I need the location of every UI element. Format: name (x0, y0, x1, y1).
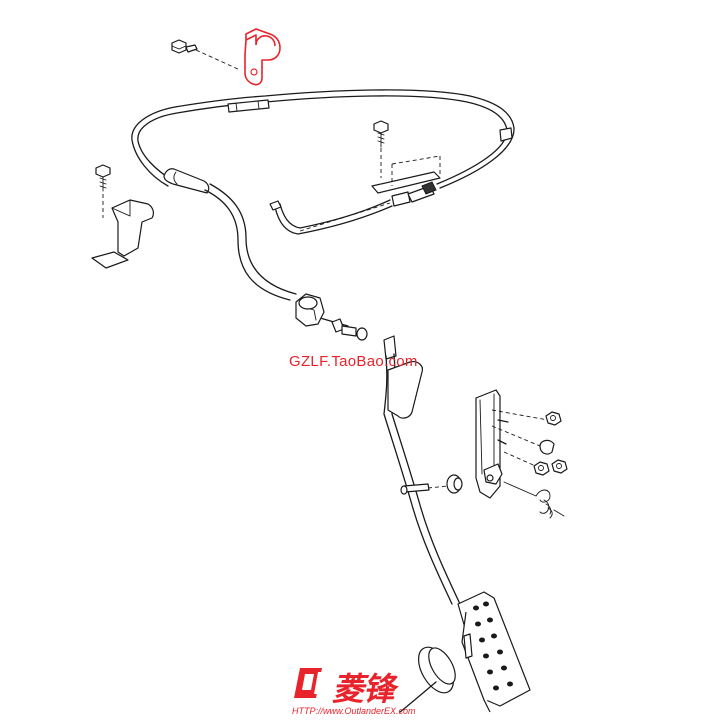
accelerator-pedal (383, 335, 531, 713)
logo-text: 菱锋 (332, 670, 395, 708)
brand-logo: 菱锋 HTTP://www.OutlanderEX.com (292, 664, 426, 720)
cable-bracket-right (371, 120, 441, 207)
throttle-cable-branch (269, 199, 393, 235)
cable-bracket-left (91, 164, 154, 269)
clip-bolt-top (171, 39, 241, 71)
pedal-stopper (399, 646, 456, 713)
pedal-bracket (427, 389, 568, 519)
logo-url: HTTP://www.OutlanderEX.com (292, 706, 416, 716)
accelerator-cable (131, 89, 515, 341)
watermark-text: GZLF.TaoBao.com (289, 353, 418, 370)
logo-mark-icon (294, 668, 324, 698)
cable-retaining-clip[interactable] (244, 28, 281, 86)
